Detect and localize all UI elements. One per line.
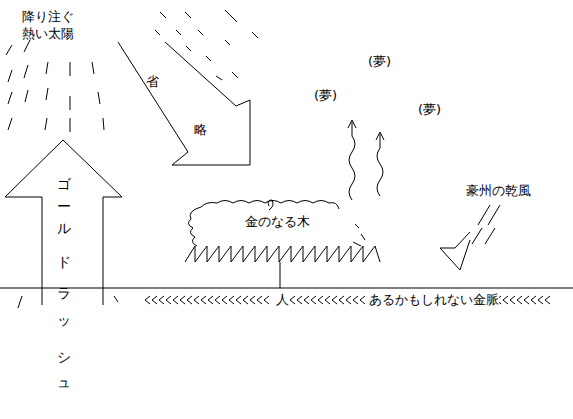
stroke bbox=[114, 296, 118, 302]
outline-stroke bbox=[353, 224, 365, 246]
ray bbox=[6, 45, 12, 55]
person-label: 人 bbox=[276, 292, 289, 308]
ray bbox=[46, 88, 48, 100]
arrow-head bbox=[376, 132, 384, 140]
ray bbox=[70, 96, 71, 110]
ore-vein bbox=[145, 296, 269, 304]
ray bbox=[98, 92, 100, 104]
dream-label: (夢) bbox=[314, 88, 337, 104]
ray bbox=[206, 56, 211, 61]
ray bbox=[25, 90, 28, 102]
wind-stroke bbox=[488, 205, 500, 225]
ray bbox=[198, 30, 203, 35]
node-text: 省 bbox=[146, 74, 159, 90]
ray bbox=[70, 62, 71, 76]
ray bbox=[24, 40, 30, 52]
outline-stroke bbox=[268, 200, 273, 210]
gold-rush-arrow: ゴールドラッシュ bbox=[5, 140, 123, 419]
ray bbox=[46, 62, 48, 74]
ray bbox=[216, 76, 222, 80]
ray bbox=[8, 118, 12, 130]
ray bbox=[45, 118, 47, 130]
ground-line bbox=[0, 288, 573, 289]
ground bbox=[0, 288, 573, 308]
node-text: ゴールドラッシュ bbox=[56, 166, 72, 406]
ray bbox=[70, 118, 71, 132]
arrow-head bbox=[348, 120, 356, 128]
ray bbox=[92, 62, 94, 74]
wavy-arrow bbox=[377, 134, 383, 196]
money-tree: 金のなる木 bbox=[185, 198, 380, 268]
ray bbox=[103, 118, 104, 130]
ray bbox=[225, 40, 230, 45]
wind-label: 豪州の乾風 bbox=[466, 183, 531, 199]
ray bbox=[186, 46, 191, 51]
sun-label: 降り注ぐ 熱い太陽 bbox=[22, 8, 84, 42]
dream-label: (夢) bbox=[368, 54, 391, 70]
ore-vein bbox=[290, 296, 365, 304]
ray bbox=[232, 72, 238, 78]
wavy-arrow bbox=[349, 122, 355, 200]
ray bbox=[160, 12, 166, 18]
outline-stroke bbox=[280, 262, 281, 288]
ray bbox=[155, 30, 160, 35]
ray bbox=[252, 32, 258, 38]
wind-arrow-head bbox=[440, 232, 470, 270]
ray bbox=[8, 92, 12, 104]
stroke bbox=[18, 296, 22, 308]
ray bbox=[225, 10, 237, 22]
sun-arrow: 省略 bbox=[100, 30, 255, 170]
ray bbox=[8, 70, 12, 82]
ray bbox=[185, 12, 191, 18]
heat-waves bbox=[348, 120, 384, 200]
outline-stroke bbox=[118, 42, 250, 165]
wind-stroke bbox=[485, 228, 495, 244]
wind-stroke bbox=[478, 205, 490, 225]
outline-stroke bbox=[185, 246, 380, 262]
ray bbox=[176, 30, 181, 35]
gold-vein-label: あるかもしれない金脈 bbox=[369, 292, 499, 308]
node-text: 略 bbox=[194, 122, 207, 138]
ray bbox=[24, 65, 28, 78]
node-outline bbox=[185, 198, 380, 268]
dream-label: (夢) bbox=[418, 102, 441, 118]
dry-wind bbox=[440, 205, 500, 270]
outline-stroke bbox=[188, 201, 339, 247]
node-outline bbox=[100, 30, 255, 170]
node-text: 金のなる木 bbox=[245, 214, 310, 230]
wind-stroke bbox=[472, 228, 482, 244]
